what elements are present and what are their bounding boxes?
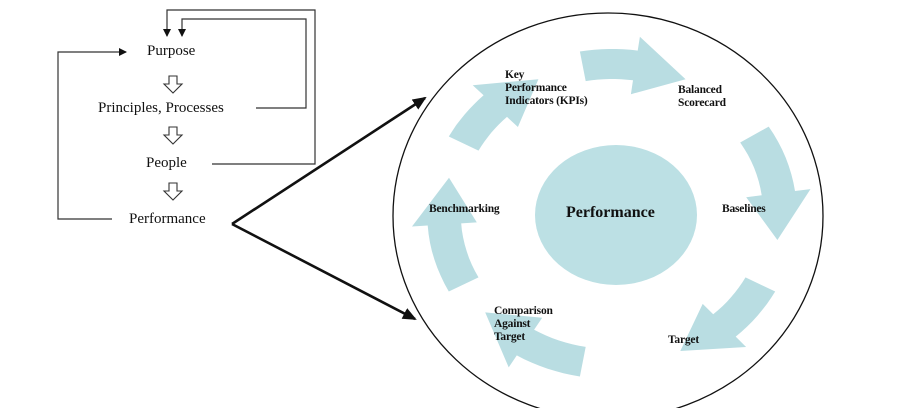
cycle-item-comparison-against-target: Comparison Against Target bbox=[494, 305, 553, 343]
cycle-item-target: Target bbox=[668, 334, 699, 346]
expand-arrow-lower bbox=[231, 222, 417, 321]
hollow-down-arrow-icon bbox=[162, 182, 184, 201]
step-principles-processes: Principles, Processes bbox=[98, 100, 224, 116]
cycle-arrow-comparison-to-benchmarking bbox=[412, 177, 479, 292]
hollow-down-arrow-icon bbox=[162, 126, 184, 145]
hollow-down-arrow-icon bbox=[162, 75, 184, 94]
cycle-arrow-scorecard-to-baselines bbox=[740, 126, 811, 240]
step-purpose: Purpose bbox=[147, 43, 196, 59]
expand-arrow-upper bbox=[231, 96, 427, 226]
cycle-item-kpis: Key Performance Indicators (KPIs) bbox=[505, 69, 588, 107]
cycle-item-balanced-scorecard: Balanced Scorecard bbox=[678, 84, 726, 109]
cycle-item-benchmarking: Benchmarking bbox=[429, 203, 500, 215]
step-people: People bbox=[146, 155, 187, 171]
center-label-performance: Performance bbox=[566, 204, 655, 221]
cycle-arrow-target-to-comparison bbox=[485, 312, 586, 377]
cycle-arrow-kpis-to-scorecard bbox=[579, 36, 686, 95]
cycle-item-baselines: Baselines bbox=[722, 203, 766, 215]
cycle-arrow-benchmarking-to-kpis bbox=[448, 79, 539, 151]
center-performance-ellipse bbox=[535, 145, 697, 285]
feedback-line-performance-to-purpose bbox=[57, 48, 127, 220]
feedback-line-people-to-purpose bbox=[163, 9, 316, 165]
feedback-line-principles-to-purpose bbox=[178, 18, 307, 109]
cycle-arrow-baselines-to-target bbox=[680, 277, 776, 351]
step-performance: Performance bbox=[129, 211, 206, 227]
cycle-boundary bbox=[392, 12, 824, 408]
